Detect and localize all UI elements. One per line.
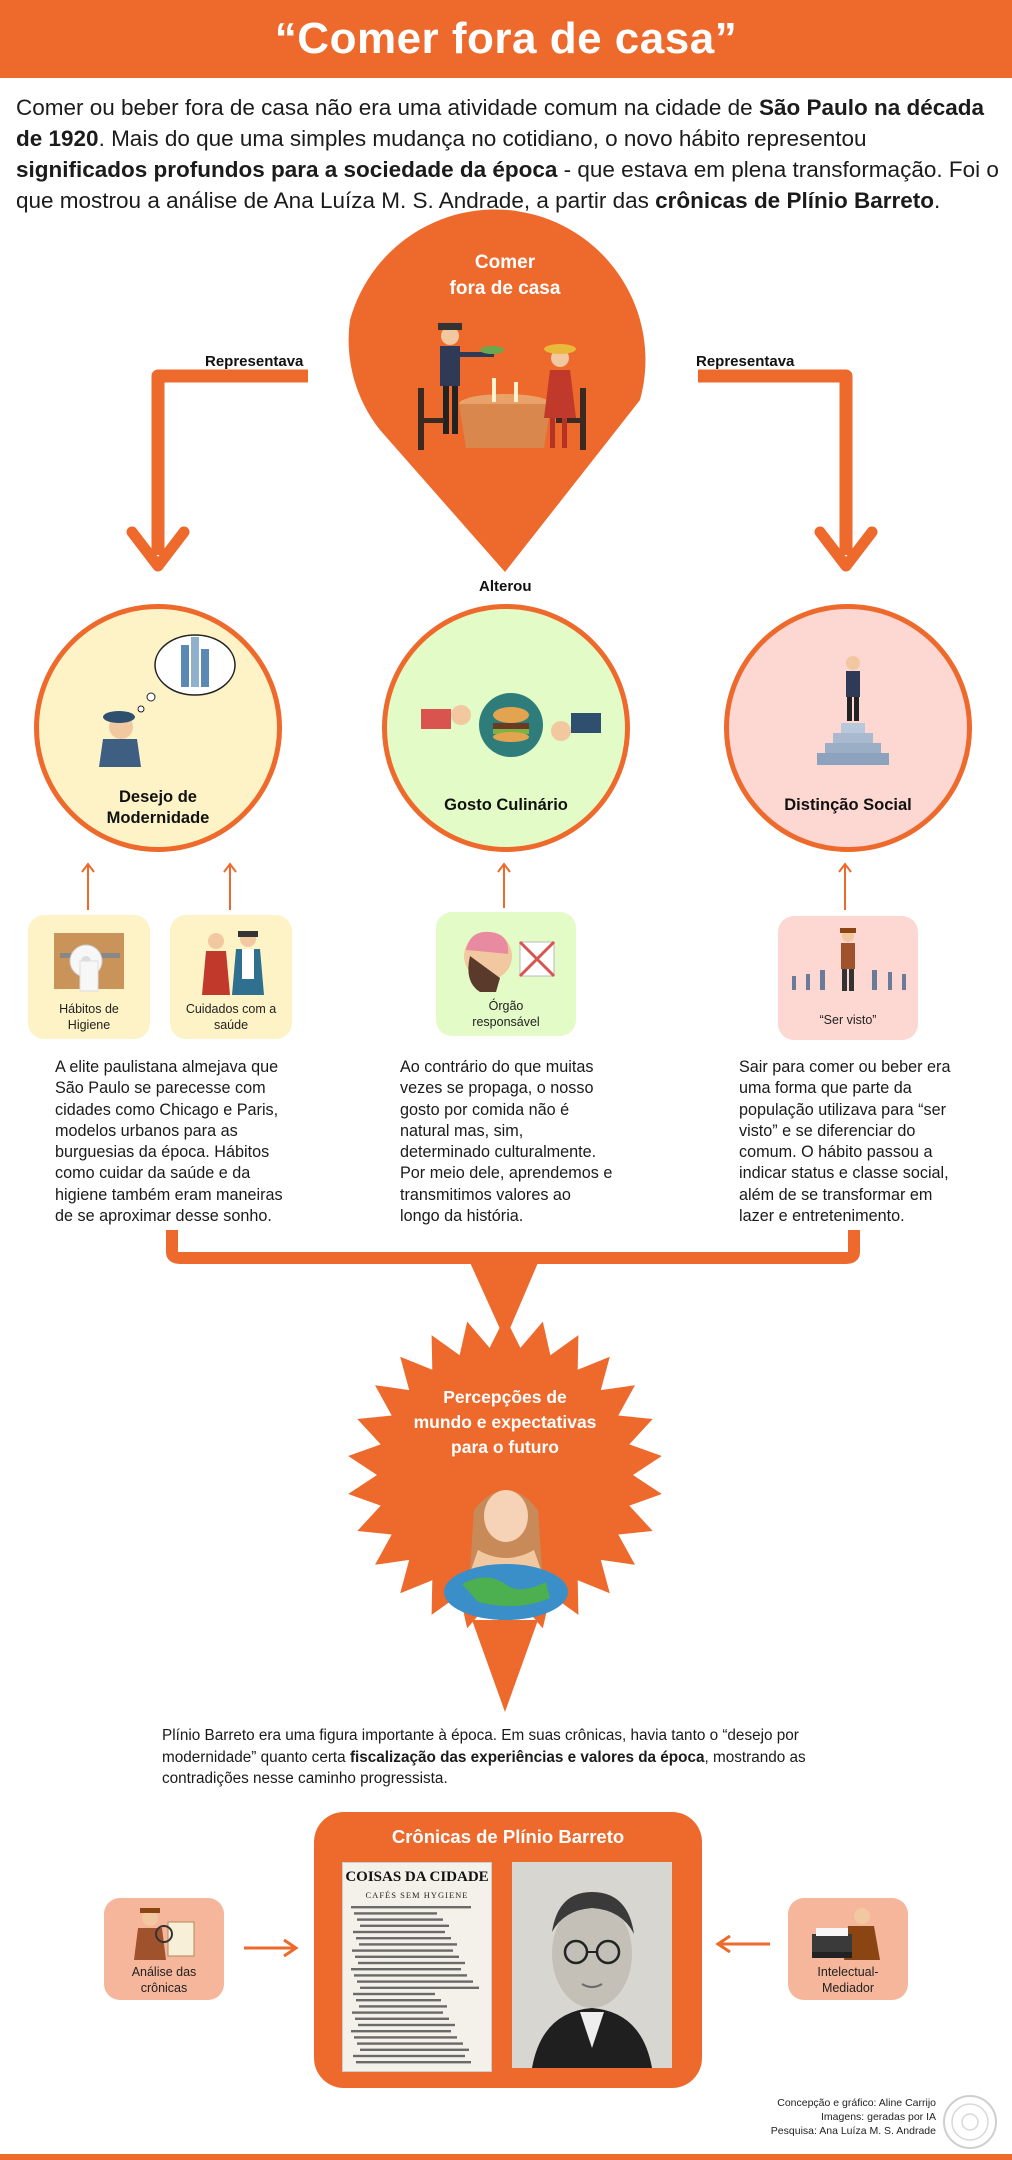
- node-modernidade-title: Desejo de Modernidade: [106, 788, 210, 827]
- plinio-paragraph: Plínio Barreto era uma figura importante…: [162, 1727, 806, 1788]
- bracket-funnel: [166, 1230, 860, 1264]
- box-intelectual-label: Intelectual- Mediador: [817, 1965, 879, 1995]
- cronicas-box: Crônicas de Plínio Barreto COISAS DA CID…: [314, 1812, 702, 2088]
- box-higiene-label: Hábitos de Higiene: [59, 1002, 119, 1032]
- doctor-patient-icon: [202, 931, 264, 995]
- text-modernidade: A elite paulistana almejava que São Paul…: [55, 1058, 283, 1226]
- seal-logo-icon: [943, 2095, 997, 2149]
- box-higiene: Hábitos de Higiene: [28, 915, 150, 1039]
- bottom-rule: [0, 2154, 1012, 2160]
- node-gosto-title: Gosto Culinário: [444, 796, 568, 814]
- box-visto: “Ser visto”: [778, 916, 918, 1040]
- connector-label-middle: Alterou: [479, 578, 532, 595]
- typewriter-person-icon: [812, 1908, 880, 1960]
- left-elbow-arrow: [151, 369, 308, 555]
- podium-person-icon: [817, 656, 889, 765]
- funnel-triangle: [468, 1258, 540, 1340]
- brain-taste-icon: [464, 931, 556, 992]
- left-arrow-head: [126, 526, 190, 572]
- cronicas-title: Crônicas de Plínio Barreto: [391, 1826, 625, 1847]
- newspaper-clipping: COISAS DA CIDADE CAFÉS SEM HYGIENE: [342, 1862, 492, 2072]
- top-node-shape: [348, 209, 646, 572]
- newspaper-text-lines: [351, 1906, 479, 2064]
- box-analise: Análise das crônicas: [104, 1898, 224, 2000]
- box-intelectual: Intelectual- Mediador: [788, 1898, 908, 2000]
- toilet-paper-icon: [54, 933, 124, 992]
- text-gosto: Ao contrário do que muitas vezes se prop…: [400, 1058, 613, 1226]
- box-saude: Cuidados com a saúde: [170, 915, 292, 1039]
- intro-paragraph: Comer ou beber fora de casa não era uma …: [16, 95, 999, 213]
- plinio-portrait: [512, 1862, 672, 2068]
- newspaper-subhead: CAFÉS SEM HYGIENE: [365, 1890, 469, 1900]
- dining-scene-icon: [418, 323, 586, 450]
- right-arrow-head: [814, 526, 878, 572]
- box-saude-label: Cuidados com a saúde: [185, 1002, 277, 1032]
- crowd-icon: [792, 928, 906, 991]
- right-elbow-arrow: [698, 369, 853, 555]
- credits: Concepção e gráfico: Aline Carrijo Image…: [770, 2097, 936, 2137]
- box-analise-label: Análise das crônicas: [131, 1965, 197, 1995]
- magnifier-reader-icon: [134, 1908, 195, 1960]
- node-distincao: Distinção Social: [724, 604, 972, 852]
- box-orgao-label: Órgão responsável: [472, 999, 540, 1029]
- node-modernidade: Desejo de Modernidade: [34, 604, 282, 852]
- page-title: “Comer fora de casa”: [274, 14, 738, 63]
- star-node-title: Percepções de mundo e expectativas para …: [413, 1387, 597, 1457]
- node-distincao-title: Distinção Social: [784, 796, 912, 814]
- dreaming-person-icon: [99, 634, 236, 767]
- box-orgao: Órgão responsável: [436, 912, 576, 1036]
- small-up-arrows: [81, 862, 852, 910]
- node-gosto: Gosto Culinário: [382, 604, 630, 852]
- connector-label-right: Representava: [696, 353, 795, 370]
- burger-thumbs-icon: [421, 693, 601, 757]
- newspaper-headline: COISAS DA CIDADE: [345, 1869, 489, 1885]
- top-node-title: Comer fora de casa: [449, 252, 561, 299]
- header-banner: “Comer fora de casa”: [0, 0, 1012, 78]
- text-distincao: Sair para comer ou beber era uma forma q…: [739, 1058, 951, 1226]
- box-visto-label: “Ser visto”: [819, 1013, 877, 1027]
- woman-globe-icon: [444, 1490, 568, 1620]
- side-arrows: [244, 1934, 770, 1958]
- connector-label-left: Representava: [205, 353, 304, 370]
